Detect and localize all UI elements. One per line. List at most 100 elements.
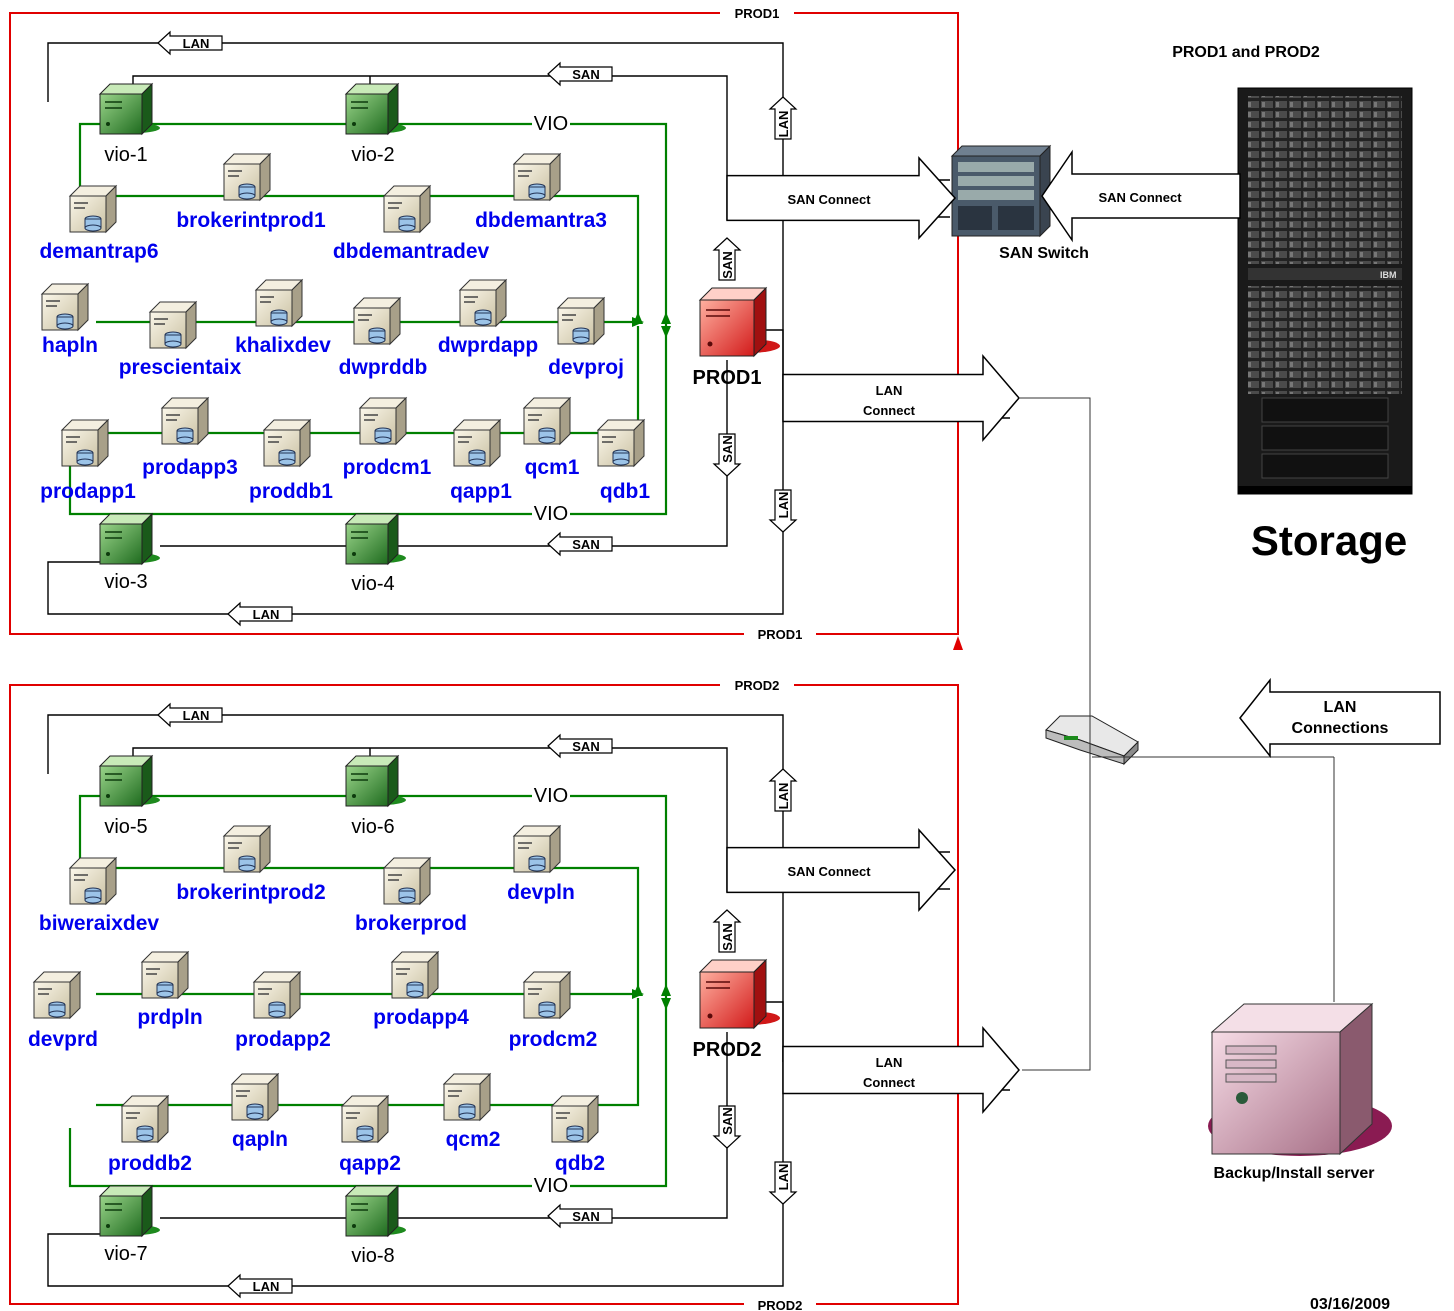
vio-server-icon	[99, 755, 161, 807]
server-icon	[41, 283, 89, 331]
san-connect-arrow: SAN Connect	[726, 828, 957, 912]
vio-net-label: VIO	[534, 503, 568, 525]
arrow-label: LAN	[876, 1055, 903, 1070]
vm-label: prodapp1	[40, 480, 136, 503]
server-icon	[231, 1073, 279, 1121]
lan-arrow: LAN	[157, 702, 223, 728]
server-icon	[253, 971, 301, 1019]
vio-server-label: vio-7	[104, 1243, 147, 1265]
server-icon	[459, 279, 507, 327]
arrow-label: SAN	[720, 251, 735, 278]
arrow-label: LAN	[876, 383, 903, 398]
vm-label: devprd	[28, 1028, 98, 1051]
server-icon	[557, 297, 605, 345]
arrow-label: LAN	[183, 36, 210, 51]
svg-text:LAN: LAN	[1324, 699, 1357, 716]
arrow-label: SAN	[572, 537, 599, 552]
server-icon	[149, 301, 197, 349]
arrow-label: Connect	[863, 1075, 916, 1090]
vm-label: devproj	[548, 356, 624, 379]
frame-label: PROD1	[735, 6, 780, 21]
svg-text:IBM: IBM	[1380, 270, 1397, 280]
server-icon	[353, 297, 401, 345]
vm-label: demantrap6	[39, 240, 158, 263]
server-icon	[391, 951, 439, 999]
arrow-label: SAN	[720, 1107, 735, 1134]
vio-server-icon	[345, 513, 407, 565]
vio-server-label: vio-1	[104, 144, 147, 166]
arrow-label: LAN	[183, 708, 210, 723]
server-icon	[223, 153, 271, 201]
storage-title: Storage	[1251, 517, 1407, 564]
server-icon	[61, 419, 109, 467]
arrow-label: SAN	[572, 1209, 599, 1224]
vio-server-icon	[99, 83, 161, 135]
vm-label: qdb2	[555, 1152, 605, 1175]
vm-label: proddb1	[249, 480, 333, 503]
server-icon	[513, 153, 561, 201]
arrow-label: SAN	[720, 923, 735, 950]
vm-label: dbdemantra3	[475, 209, 607, 232]
arrow-label: SAN Connect	[787, 192, 871, 207]
vm-label: prodapp4	[373, 1006, 469, 1029]
prod-host-label: PROD2	[693, 1039, 762, 1061]
lan-arrow: LAN	[157, 30, 223, 56]
server-icon	[121, 1095, 169, 1143]
vio-net-label: VIO	[534, 1175, 568, 1197]
arrow-label: LAN	[253, 607, 280, 622]
prod-host-label: PROD1	[693, 367, 762, 389]
san-arrow: SAN	[712, 1105, 742, 1149]
server-icon	[359, 397, 407, 445]
san-arrow: SAN	[547, 733, 613, 759]
arrow-label: SAN	[572, 739, 599, 754]
server-icon	[513, 825, 561, 873]
backup-server-icon	[1208, 1002, 1392, 1156]
vio-server-label: vio-3	[104, 571, 147, 593]
server-icon	[69, 185, 117, 233]
storage-san-connect-arrow: SAN Connect	[1041, 149, 1241, 243]
vio-net-label: VIO	[534, 785, 568, 807]
server-icon	[453, 419, 501, 467]
server-icon	[551, 1095, 599, 1143]
prod-server-icon	[699, 287, 781, 357]
arrow-label: LAN	[253, 1279, 280, 1294]
arrow-label: SAN	[572, 67, 599, 82]
server-icon	[523, 397, 571, 445]
server-icon	[161, 397, 209, 445]
san-arrow: SAN	[712, 433, 742, 477]
lan-connections-arrow: LAN Connections	[1239, 677, 1441, 759]
arrow-label: SAN Connect	[787, 864, 871, 879]
svg-text:Connections: Connections	[1292, 720, 1389, 737]
server-icon	[141, 951, 189, 999]
san-arrow: SAN	[547, 61, 613, 87]
arrow-label: LAN	[776, 492, 791, 519]
vm-label: khalixdev	[235, 334, 331, 357]
vm-label: qapln	[232, 1128, 288, 1151]
san-switch-label: SAN Switch	[999, 245, 1089, 262]
prod-server-icon	[699, 959, 781, 1029]
lan-arrow: LAN	[768, 489, 798, 533]
server-icon	[443, 1073, 491, 1121]
server-icon	[223, 825, 271, 873]
prod2-frame: PROD2 PROD2	[9, 677, 959, 1311]
san-arrow: SAN	[712, 909, 742, 953]
vm-label: qapp1	[450, 480, 512, 503]
vm-label: prescientaix	[119, 356, 242, 379]
vio-server-icon	[345, 83, 407, 135]
vio-server-icon	[345, 755, 407, 807]
frame-label: PROD2	[735, 678, 780, 693]
vm-label: brokerintprod2	[176, 881, 325, 904]
arrow-label: LAN	[776, 1164, 791, 1191]
vm-label: qapp2	[339, 1152, 401, 1175]
vm-label: brokerintprod1	[176, 209, 326, 232]
vm-label: prdpln	[137, 1006, 202, 1029]
lan-arrow: LAN	[227, 601, 293, 627]
storage-heading: PROD1 and PROD2	[1172, 44, 1320, 61]
vm-label: dbdemantradev	[333, 240, 490, 263]
san-connect-arrow: SAN Connect	[726, 156, 957, 240]
san-switch-icon	[950, 144, 1052, 238]
vm-label: biweraixdev	[39, 912, 160, 935]
vio-server-label: vio-4	[351, 573, 394, 595]
san-arrow: SAN	[547, 531, 613, 557]
